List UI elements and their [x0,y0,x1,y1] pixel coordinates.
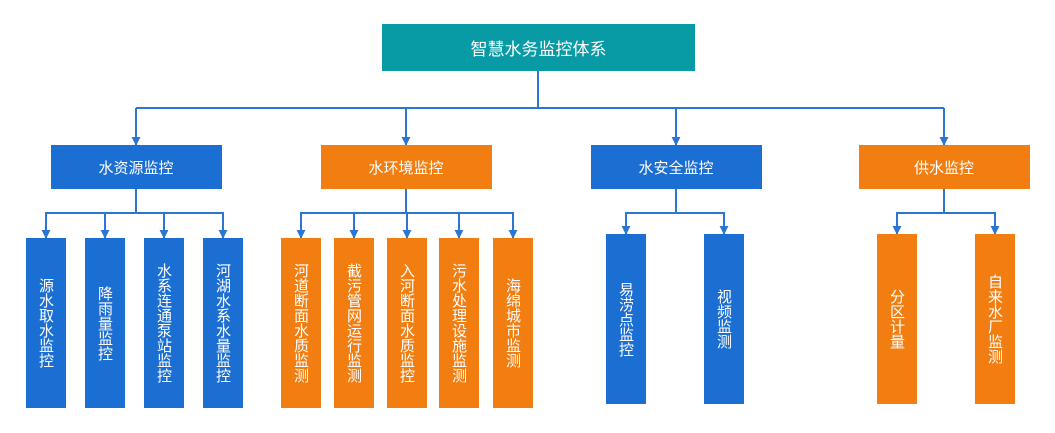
category-label: 水资源监控 [98,158,174,177]
category-node-2: 水环境监控 [320,145,492,189]
leaf-node: 自来水厂监测 [975,234,1015,404]
leaf-label: 分区计量 [888,289,906,349]
leaf-label: 易涝点监控 [617,281,635,357]
root-label: 智慧水务监控体系 [470,40,607,60]
leaf-node: 入河断面水质监控 [387,238,427,408]
leaf-node: 分区计量 [877,234,917,404]
leaf-node: 降雨量监控 [85,238,125,408]
leaf-label: 入河断面水质监控 [398,263,416,383]
leaf-label: 源水取水监控 [37,278,55,368]
category-label: 供水监控 [913,158,974,177]
category-node-3: 水安全监控 [590,145,762,189]
leaf-label: 截污管网运行监测 [345,263,363,383]
leaf-node: 易涝点监控 [606,234,646,404]
leaf-label: 河湖水系水量监控 [214,263,232,383]
leaf-label: 污水处理设施监测 [450,263,468,383]
leaf-node: 水系连通泵站监控 [144,238,184,408]
root-node: 智慧水务监控体系 [382,24,695,71]
category-label: 水安全监控 [638,158,714,177]
leaf-node: 河道断面水质监测 [281,238,321,408]
leaf-node: 河湖水系水量监控 [203,238,243,408]
leaf-node: 污水处理设施监测 [439,238,479,408]
leaf-label: 海绵城市监测 [504,278,522,368]
leaf-node: 源水取水监控 [26,238,66,408]
category-label: 水环境监控 [368,158,444,177]
leaf-node: 截污管网运行监测 [334,238,374,408]
category-node-4: 供水监控 [858,145,1030,189]
leaf-label: 河道断面水质监测 [292,263,310,383]
leaf-node: 海绵城市监测 [493,238,533,408]
leaf-label: 水系连通泵站监控 [155,263,173,383]
leaf-label: 自来水厂监测 [986,274,1004,364]
leaf-node: 视频监测 [704,234,744,404]
category-node-1: 水资源监控 [50,145,222,189]
leaf-label: 视频监测 [715,289,733,349]
leaf-label: 降雨量监控 [96,285,114,361]
